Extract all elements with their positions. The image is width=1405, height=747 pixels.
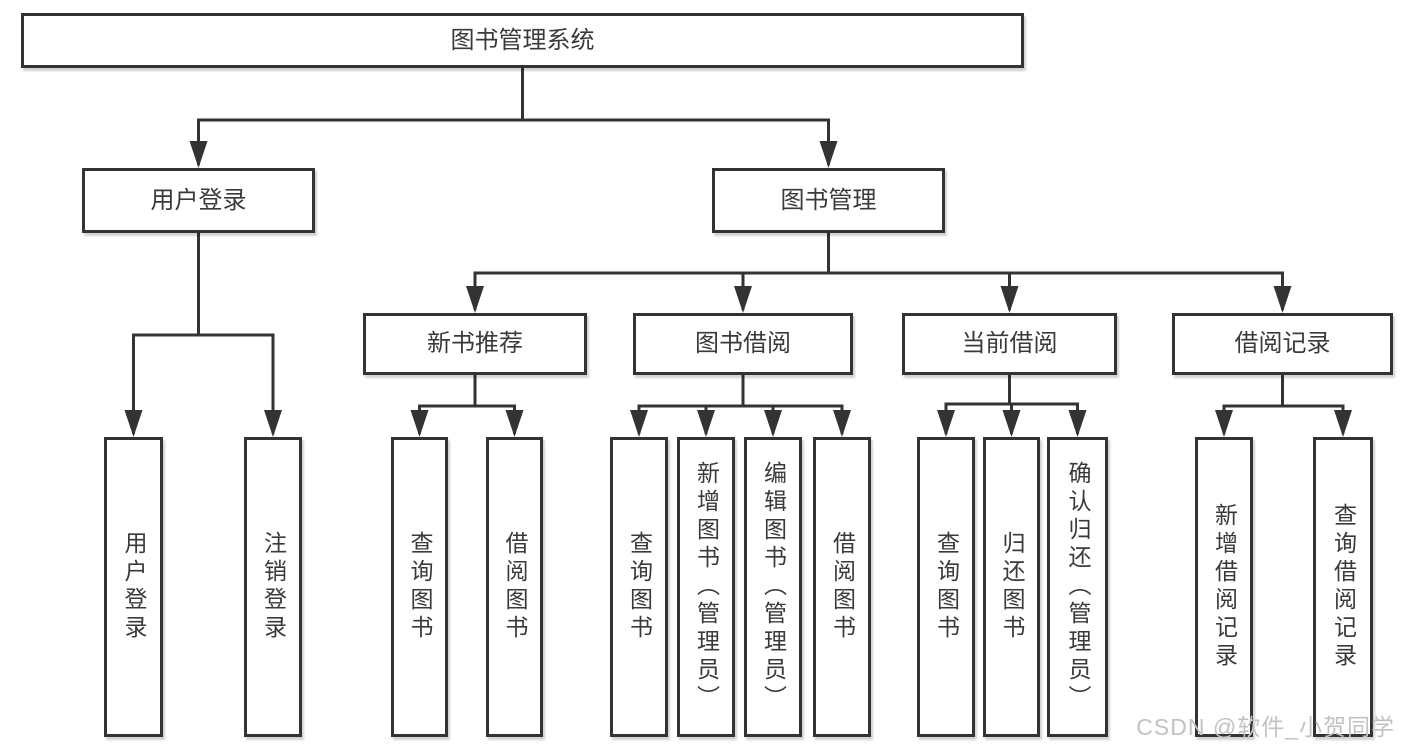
node-leaf-bb-query-books: 查询图书 xyxy=(610,437,668,737)
node-leaf-nb-query-books: 查询图书 xyxy=(391,437,448,737)
node-leaf-cb-confirm-return-admin: 确认归还（管理员） xyxy=(1047,437,1108,737)
node-leaf-rec-query-record: 查询借阅记录 xyxy=(1313,437,1373,737)
edge-user-login-login xyxy=(124,233,200,437)
edge-book-borrow-bb-add xyxy=(697,375,745,437)
edge-current-borrow-cb-query xyxy=(937,375,1011,437)
node-book-borrow: 图书借阅 xyxy=(633,313,853,375)
edge-root-book-mgmt xyxy=(521,68,838,168)
edge-borrow-records-rec-add xyxy=(1215,375,1284,437)
edge-root-user-login xyxy=(189,68,524,168)
edge-new-books-nb-borrow xyxy=(473,375,524,437)
node-leaf-bb-borrow-books: 借阅图书 xyxy=(813,437,871,737)
node-leaf-bb-edit-books-admin: 编辑图书（管理员） xyxy=(744,437,802,737)
node-leaf-nb-borrow-books: 借阅图书 xyxy=(486,437,543,737)
node-leaf-cb-return-books: 归还图书 xyxy=(983,437,1040,737)
csdn-watermark: CSDN @软件_小贺同学 xyxy=(1136,714,1395,740)
edge-current-borrow-cb-confirm xyxy=(1008,375,1087,437)
node-leaf-logout: 注销登录 xyxy=(244,437,302,737)
edge-user-login-logout xyxy=(197,233,282,437)
edge-book-mgmt-book-borrow xyxy=(734,233,830,313)
edge-book-borrow-bb-borrow xyxy=(741,375,851,437)
node-leaf-cb-query-books: 查询图书 xyxy=(917,437,975,737)
node-new-book-recommend: 新书推荐 xyxy=(363,313,587,375)
node-book-management: 图书管理 xyxy=(712,168,945,233)
edge-book-mgmt-borrow-records xyxy=(827,233,1292,313)
edge-borrow-records-rec-query xyxy=(1281,375,1352,437)
node-current-borrow: 当前借阅 xyxy=(902,313,1117,375)
node-borrow-records: 借阅记录 xyxy=(1172,313,1393,375)
node-leaf-rec-add-record: 新增借阅记录 xyxy=(1195,437,1253,737)
node-user-login: 用户登录 xyxy=(82,168,315,233)
node-system-root: 图书管理系统 xyxy=(21,13,1024,68)
node-leaf-bb-add-books-admin: 新增图书（管理员） xyxy=(677,437,735,737)
edge-new-books-nb-query xyxy=(410,375,477,437)
node-leaf-user-login: 用户登录 xyxy=(104,437,163,737)
